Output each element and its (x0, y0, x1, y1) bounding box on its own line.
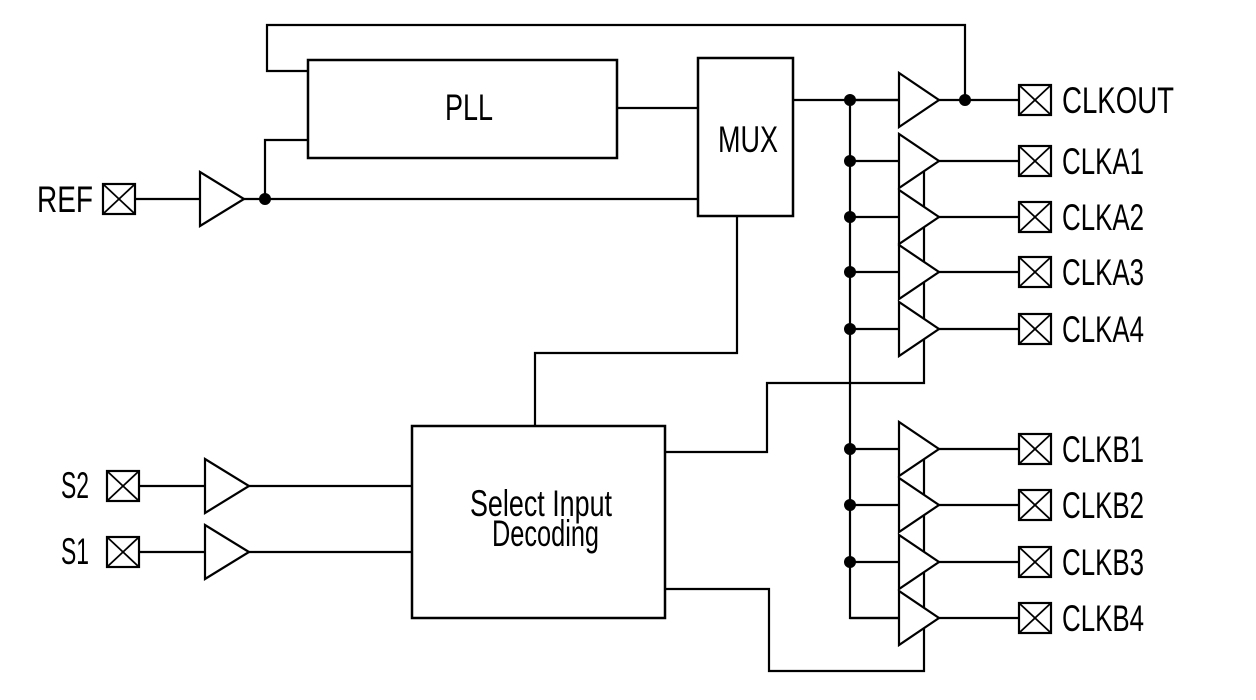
input-label: S1 (61, 531, 89, 572)
select-input-decoding-label-line1: Select Input (470, 483, 613, 524)
wires (263, 23, 967, 673)
output-label: CLKA3 (1062, 252, 1144, 293)
buffer-icon (897, 242, 941, 302)
pad-x-stroke (1018, 433, 1052, 465)
output-row-clkb3: CLKB3 (844, 532, 1144, 592)
bond-pad-icon (1017, 312, 1053, 346)
output-label: CLKB3 (1062, 542, 1144, 583)
junction-dot (844, 323, 856, 335)
bond-pad-icon (101, 182, 137, 216)
output-row-clkb1: CLKB1 (844, 419, 1144, 479)
pad-x-stroke (1018, 313, 1052, 345)
wire-mux-select (533, 216, 739, 426)
input-row-s1: S1 (61, 523, 412, 581)
bond-pad-icon (1017, 601, 1053, 635)
output-row-clka2: CLKA2 (844, 187, 1144, 247)
pad-x-stroke (106, 536, 140, 568)
buffer-icon (897, 70, 941, 130)
output-label: CLKOUT (1062, 80, 1174, 121)
buffer-icon (897, 532, 941, 592)
pll-block: PLL (306, 58, 619, 160)
output-row-clkout: CLKOUT (844, 70, 1174, 130)
junction-dot (844, 443, 856, 455)
junction-dot (844, 556, 856, 568)
buffer-icon (897, 475, 941, 535)
junction-dot (844, 211, 856, 223)
output-label: CLKB2 (1062, 485, 1144, 526)
bond-pad-icon (1017, 545, 1053, 579)
output-row-clka4: CLKA4 (844, 299, 1144, 359)
bond-pad-icon (1017, 200, 1053, 234)
bond-pad-icon (1017, 432, 1053, 466)
input-label: REF (37, 179, 93, 220)
buffer-icon (897, 588, 941, 648)
bond-pad-icon (1017, 144, 1053, 178)
output-row-clkb4: CLKB4 (850, 588, 1144, 648)
buffer-icon (897, 299, 941, 359)
bond-pad-icon (1017, 488, 1053, 522)
junction-dots (259, 94, 971, 205)
output-label: CLKA4 (1062, 309, 1144, 350)
junction-dot (259, 193, 271, 205)
junction-dot (959, 94, 971, 106)
pad-x-stroke (1018, 256, 1052, 288)
output-label: CLKA2 (1062, 197, 1144, 238)
bond-pad-icon (105, 469, 141, 503)
buffer-icon (198, 170, 247, 228)
input-row-ref: REF (37, 170, 698, 228)
output-row-clkb2: CLKB2 (844, 475, 1144, 535)
junction-dot (844, 155, 856, 167)
pll-box (306, 58, 619, 160)
blocks: PLL MUX Select Input Decoding (306, 56, 795, 620)
mux-label: MUX (718, 119, 778, 160)
pad-x-stroke (106, 470, 140, 502)
pad-x-stroke (1018, 84, 1052, 116)
select-input-decoding-box (410, 424, 667, 620)
input-row-s2: S2 (61, 457, 412, 515)
bond-pad-icon (1017, 83, 1053, 117)
buffer-icon (897, 131, 941, 191)
buffer-icon (203, 457, 252, 515)
pad-x-stroke (1018, 489, 1052, 521)
output-label: CLKA1 (1062, 141, 1144, 182)
wire-pll-feedback (265, 23, 967, 100)
wire-clock-bus (848, 100, 899, 620)
junction-dot (844, 94, 856, 106)
output-label: CLKB1 (1062, 429, 1144, 470)
pad-x-stroke (102, 183, 136, 215)
input-label: S2 (61, 465, 89, 506)
output-row-clka1: CLKA1 (844, 131, 1144, 191)
pll-label: PLL (445, 87, 493, 128)
io-rows: CLKOUT CLKA1CLKA2CLKA3CLKA4CLKB1CLKB2CLKB… (37, 70, 1174, 648)
output-row-clka3: CLKA3 (844, 242, 1144, 302)
pad-x-stroke (1018, 201, 1052, 233)
mux-block: MUX (696, 56, 795, 218)
pad-x-stroke (1018, 602, 1052, 634)
buffer-icon (897, 419, 941, 479)
buffer-icon (203, 523, 252, 581)
output-label: CLKB4 (1062, 598, 1144, 639)
junction-dot (844, 499, 856, 511)
pad-x-stroke (1018, 145, 1052, 177)
bond-pad-icon (105, 535, 141, 569)
buffer-icon (897, 187, 941, 247)
wire-decoder-to-clkb-enable (665, 455, 926, 673)
pad-x-stroke (1018, 546, 1052, 578)
wire-decoder-to-clka-enable (665, 168, 926, 454)
wire-ref-branch-to-pll (263, 138, 308, 199)
junction-dot (844, 266, 856, 278)
select-input-decoding-label-line2: Decoding (492, 513, 599, 554)
bond-pad-icon (1017, 255, 1053, 289)
select-input-decoding-block: Select Input Decoding (410, 424, 667, 620)
mux-box (696, 56, 795, 218)
